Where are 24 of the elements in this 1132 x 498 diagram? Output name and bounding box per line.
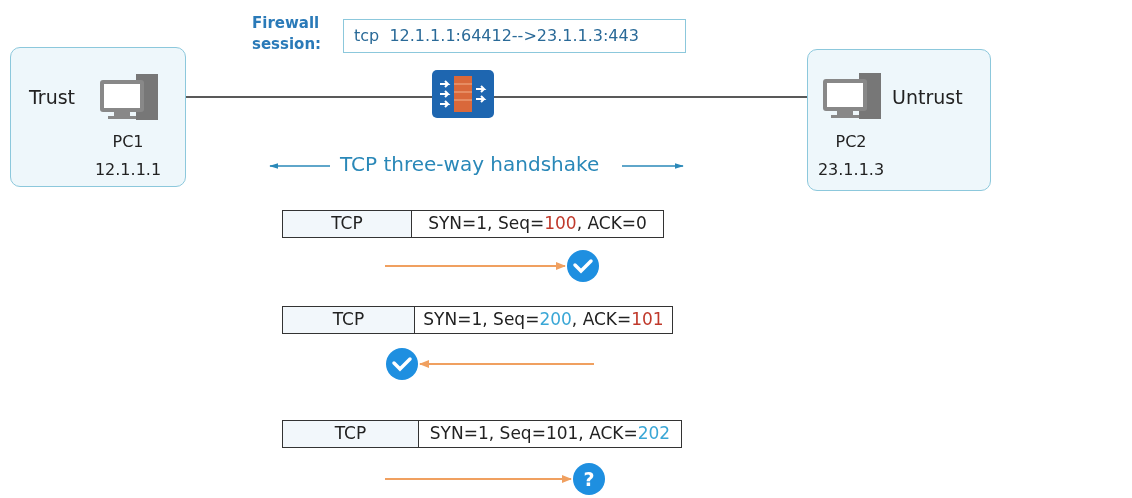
protocol-cell: TCP <box>283 421 419 447</box>
zone-box <box>10 47 186 187</box>
ip-address: 23.1.1.3 <box>817 160 885 179</box>
header-fields-cell-text: SYN=1, Seq=100, ACK=0 <box>427 212 648 235</box>
header-fields-cell-text: SYN=1, Seq=200, ACK=101 <box>422 308 665 331</box>
arrow <box>419 360 595 368</box>
ip-address: 12.1.1.1 <box>94 160 162 179</box>
session-heading: Firewall session: <box>252 13 323 55</box>
protocol-cell: TCP <box>283 307 415 333</box>
zone-box <box>807 49 991 191</box>
session-entry: tcp 12.1.1.1:64412-->23.1.1.3:443 <box>343 19 686 53</box>
caption-text: TCP three-way handshake <box>340 152 600 176</box>
header-fields-cell-text: SYN=1, Seq=101, ACK=202 <box>428 422 672 445</box>
packet-header-table <box>282 420 682 448</box>
arrow <box>384 475 572 483</box>
device-label: PC1 <box>112 132 144 151</box>
protocol-cell: TCP <box>283 211 412 237</box>
zone-label: Untrust <box>892 86 963 108</box>
device-label: PC2 <box>835 132 867 151</box>
question-mark-badge: ? <box>573 463 605 495</box>
packet-header-table <box>282 306 673 334</box>
arrow <box>384 262 566 270</box>
packet-header-table <box>282 210 664 238</box>
zone-label: Trust <box>29 86 75 108</box>
